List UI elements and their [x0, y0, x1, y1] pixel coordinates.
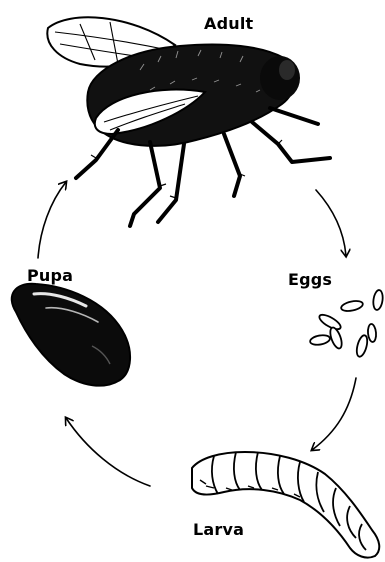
- pupa-label: Pupa: [27, 266, 73, 285]
- eggs-illustration: [309, 289, 383, 357]
- larva-label: Larva: [193, 520, 244, 539]
- arrow-eggs-to-larva: [312, 378, 356, 450]
- arrow-pupa-to-adult: [38, 182, 66, 258]
- larva-illustration: [192, 452, 379, 558]
- arrow-adult-to-eggs: [316, 190, 346, 256]
- adult-label: Adult: [204, 14, 253, 33]
- pupa-illustration: [12, 284, 130, 386]
- adult-fly-illustration: [47, 17, 330, 226]
- arrow-larva-to-pupa: [66, 418, 150, 486]
- eggs-label: Eggs: [288, 270, 332, 289]
